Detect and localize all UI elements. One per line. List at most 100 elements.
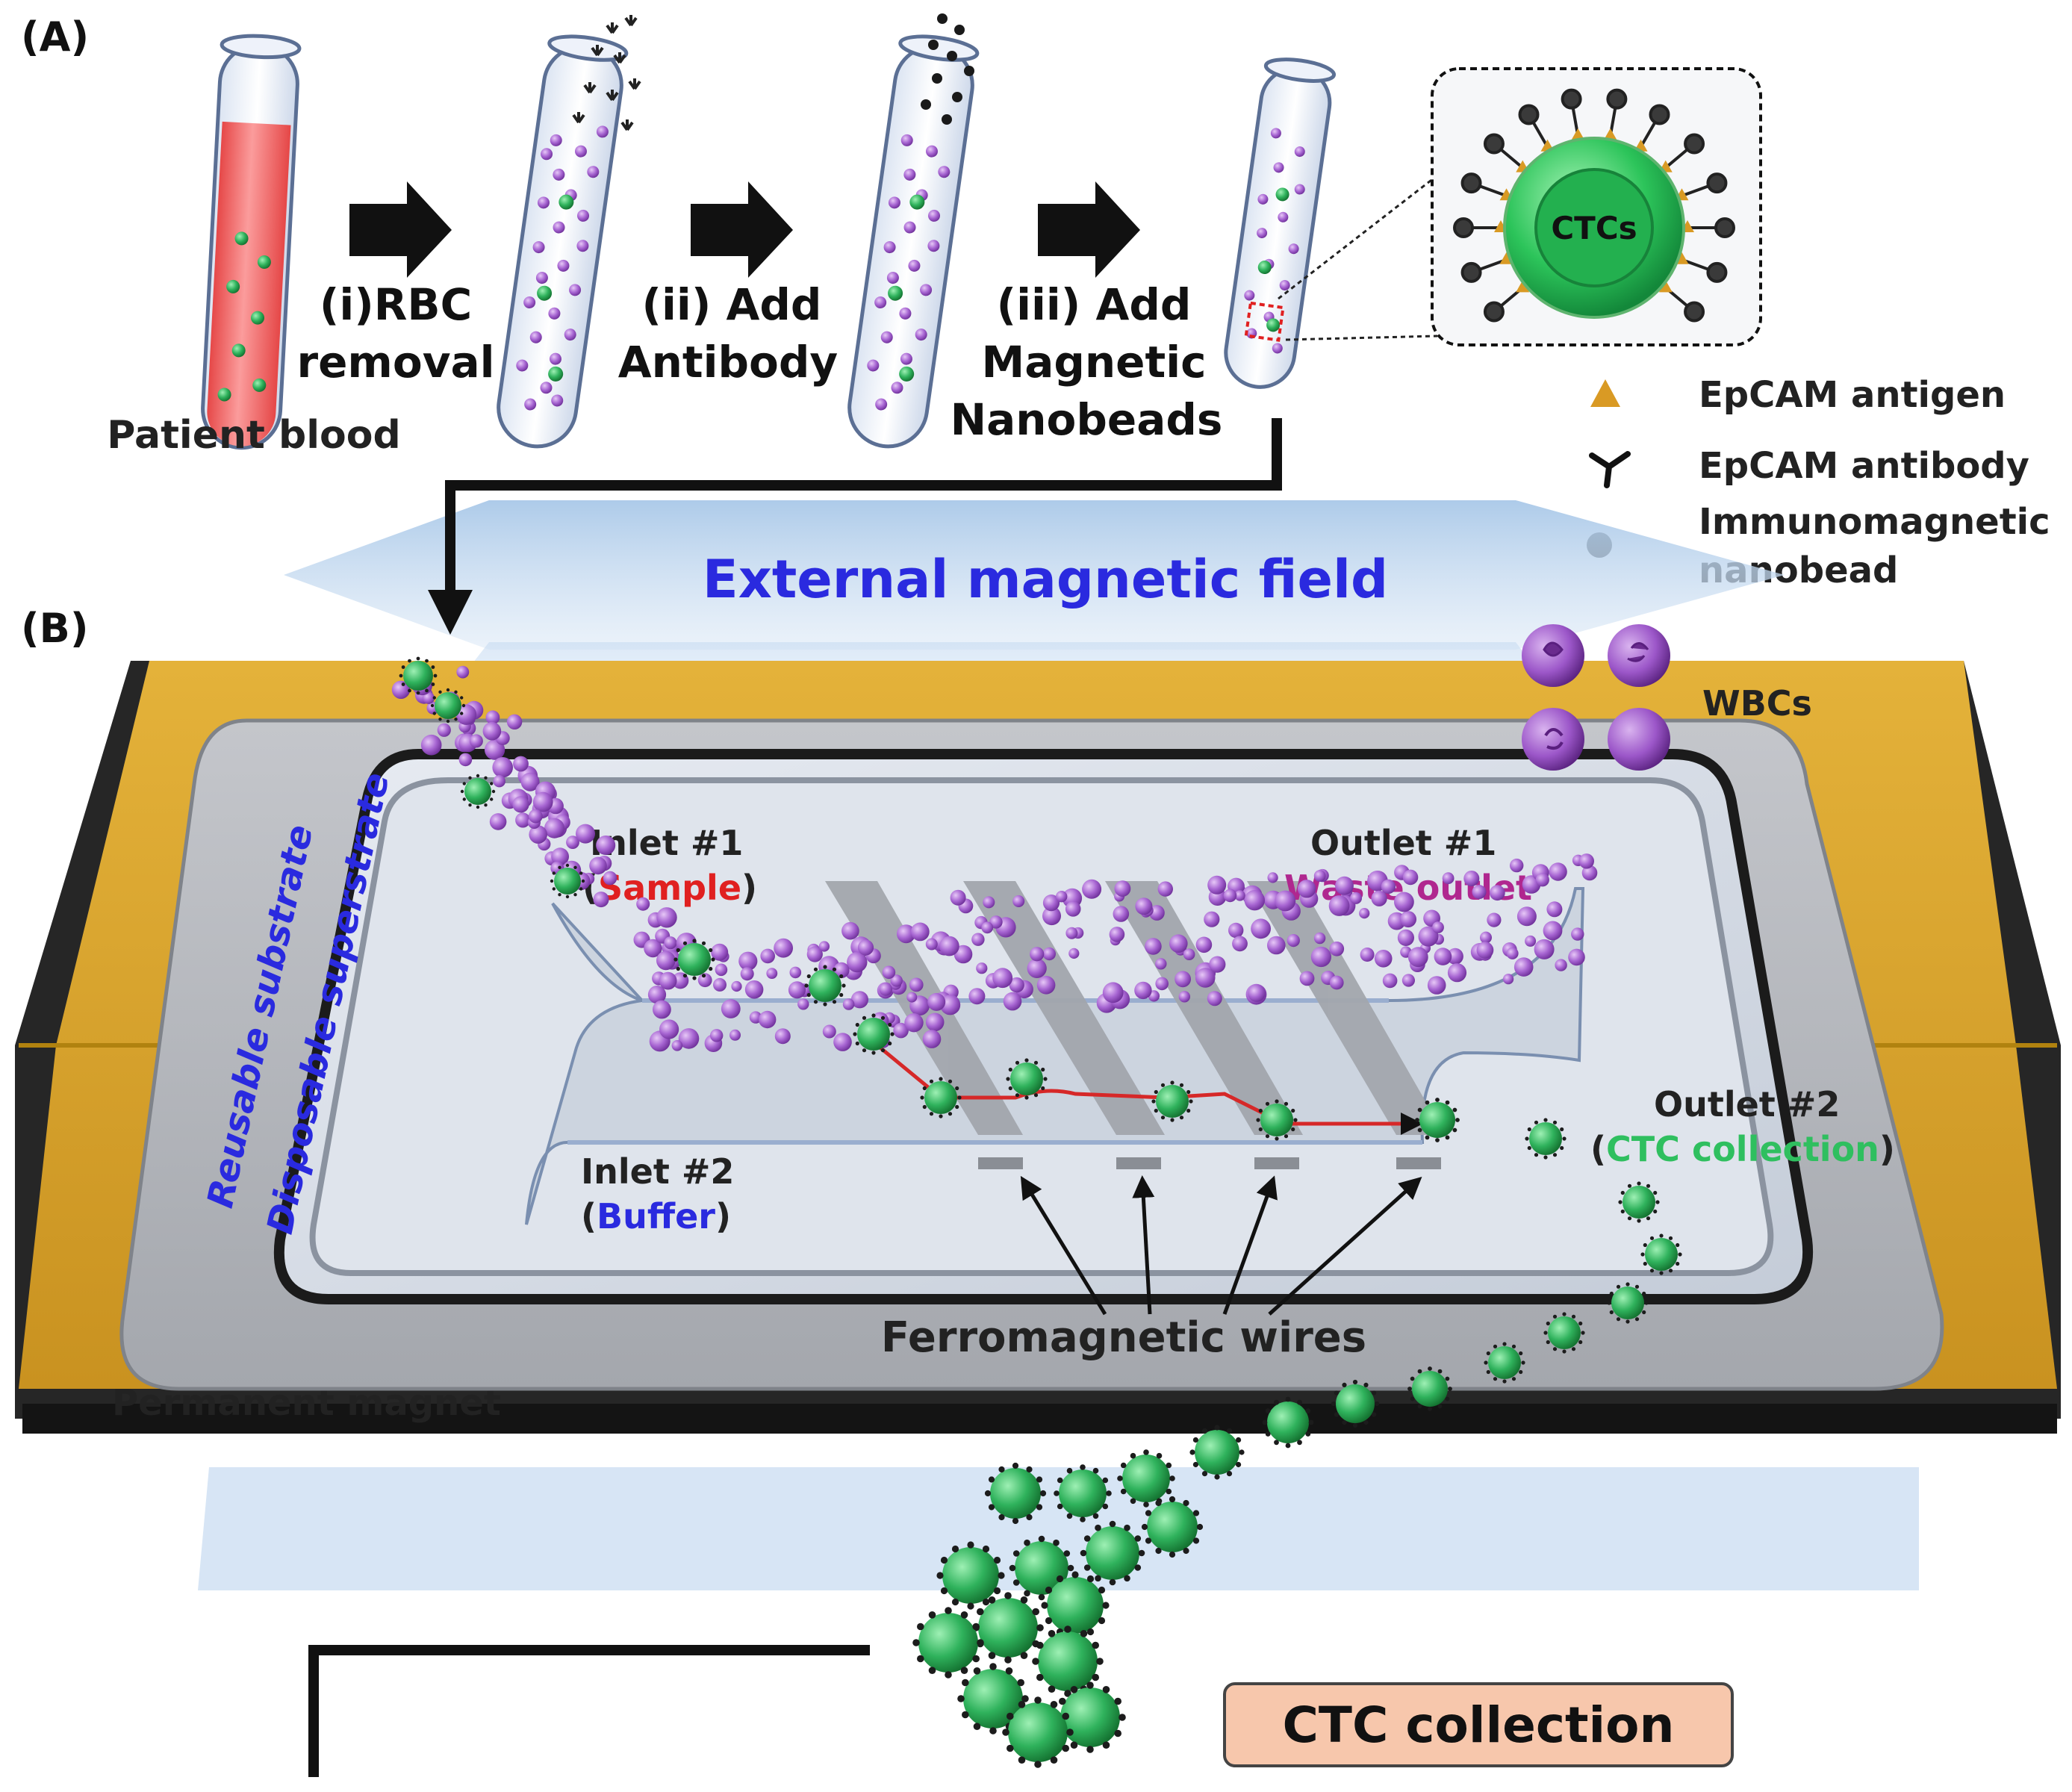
ctc-particle bbox=[1256, 1099, 1298, 1141]
ctc-particle bbox=[1032, 1625, 1104, 1697]
wbc-particle bbox=[766, 968, 778, 979]
inset-nanobead bbox=[1714, 217, 1735, 238]
wbc-particle bbox=[992, 968, 1013, 989]
wbc-particle bbox=[1463, 871, 1480, 886]
wbc-particle bbox=[788, 981, 806, 999]
wbc-particle bbox=[1009, 977, 1024, 993]
wbc-particle bbox=[644, 939, 662, 958]
ctc-particle bbox=[804, 965, 846, 1007]
wbc-particle bbox=[939, 936, 959, 956]
patient-blood-caption: Patient blood bbox=[107, 413, 400, 458]
wbc-particle bbox=[1297, 880, 1316, 898]
wbc-particle bbox=[469, 734, 483, 748]
wbc-particle bbox=[596, 836, 616, 855]
wbc-particle bbox=[1042, 947, 1057, 961]
wbc-particle bbox=[1549, 862, 1567, 881]
step-3-line1: (iii) Add bbox=[997, 279, 1192, 330]
wbc-particle bbox=[1251, 918, 1271, 939]
wbc-particle bbox=[456, 665, 470, 679]
wbc-particle bbox=[774, 938, 793, 958]
wbc-particle bbox=[713, 977, 727, 992]
ctc-particle bbox=[1415, 1098, 1460, 1142]
ctc-particle bbox=[1151, 1080, 1193, 1122]
wbc-particle bbox=[927, 992, 946, 1011]
wbc-particle bbox=[656, 951, 676, 971]
wbc-particle bbox=[422, 691, 435, 704]
inset-nanobead bbox=[1460, 261, 1482, 283]
legend-antibody: EpCAM antibody bbox=[1699, 445, 2029, 487]
outlet1-label: Outlet #1 bbox=[1310, 823, 1496, 863]
step-1-line2: removal bbox=[296, 337, 494, 388]
wbc-particle bbox=[485, 710, 500, 725]
ctc-particles bbox=[399, 656, 1682, 1768]
inset-nanobead bbox=[1649, 104, 1670, 125]
ctc-particle bbox=[1189, 1425, 1245, 1480]
outlet2-ctc: CTC collection bbox=[1606, 1129, 1879, 1169]
ctc-particle bbox=[1080, 1520, 1145, 1586]
wbc-particle bbox=[482, 721, 502, 741]
wbc-particle bbox=[1397, 929, 1414, 946]
wbc-particle bbox=[671, 1040, 683, 1051]
blood-tube bbox=[201, 34, 302, 450]
inset-antigen bbox=[1658, 280, 1673, 293]
sample-flow-arrow bbox=[445, 418, 1282, 597]
step-arrow-1 bbox=[349, 181, 452, 278]
wbc-particle bbox=[1578, 853, 1594, 869]
wbc-particle bbox=[458, 753, 473, 767]
wbc-particle bbox=[909, 977, 924, 992]
wbc-particle bbox=[1042, 895, 1060, 912]
wbc-particle bbox=[710, 1029, 724, 1042]
wbc-particle bbox=[893, 1022, 909, 1039]
wbc-particle bbox=[1267, 936, 1286, 955]
wbc-particle bbox=[738, 951, 758, 971]
wbc-particle bbox=[879, 983, 892, 996]
wbc-particle bbox=[653, 1000, 671, 1019]
wbc-particle bbox=[529, 825, 547, 844]
wbc-particle bbox=[818, 941, 830, 952]
wbc-particle bbox=[1056, 891, 1068, 903]
wbc-particle bbox=[1546, 901, 1563, 918]
inset-nanobead bbox=[1606, 88, 1628, 110]
antibody-icons bbox=[572, 15, 641, 131]
wbc-particle bbox=[983, 896, 995, 909]
inset-connector bbox=[1278, 174, 1438, 341]
wbc-particle bbox=[882, 965, 896, 980]
ctc-particle bbox=[1262, 1396, 1314, 1449]
wire-pointer-arrows bbox=[1020, 1175, 1422, 1316]
wbc-particle bbox=[1223, 889, 1237, 903]
wbc-particle bbox=[910, 922, 930, 942]
wbc-particle bbox=[1209, 956, 1226, 973]
wbc-particle bbox=[1432, 921, 1444, 933]
inset-antigen bbox=[1603, 128, 1617, 140]
ctc-particle bbox=[1054, 1464, 1112, 1522]
wbc-particle bbox=[489, 813, 507, 830]
step-arrow-2 bbox=[691, 181, 793, 278]
wbc-particle bbox=[515, 812, 531, 828]
wbc-particle bbox=[1244, 890, 1266, 911]
sample-flow-arrowhead bbox=[428, 590, 473, 635]
ctc-particle bbox=[673, 939, 715, 980]
wbc-particle bbox=[1195, 936, 1213, 953]
wbc-particle bbox=[989, 915, 1003, 929]
wbc-particle bbox=[731, 980, 742, 992]
inset-nanobead bbox=[1684, 133, 1705, 155]
wbc-particle bbox=[1157, 881, 1174, 897]
wbc-particle bbox=[842, 998, 855, 1010]
wbc-particle bbox=[1535, 873, 1549, 887]
wbc-particle bbox=[656, 907, 677, 928]
outlet2-close: ) bbox=[1879, 1129, 1895, 1169]
inset-nanobead bbox=[1684, 301, 1705, 323]
wbc-particle bbox=[437, 723, 451, 737]
inset-nanobead bbox=[1706, 172, 1728, 194]
wbc-particle bbox=[1248, 984, 1266, 1002]
wbc-particle bbox=[520, 772, 540, 791]
wbc-particles bbox=[391, 665, 1598, 1052]
wbc-particle bbox=[1374, 950, 1393, 968]
wbc-particle bbox=[1068, 948, 1080, 959]
wbc-particle bbox=[1313, 870, 1326, 882]
ctc-particle bbox=[984, 1462, 1047, 1525]
wbc-particle bbox=[544, 818, 564, 839]
wbc-particle bbox=[890, 974, 903, 987]
wbc-particle bbox=[744, 980, 764, 999]
wbc-particle bbox=[589, 856, 607, 875]
